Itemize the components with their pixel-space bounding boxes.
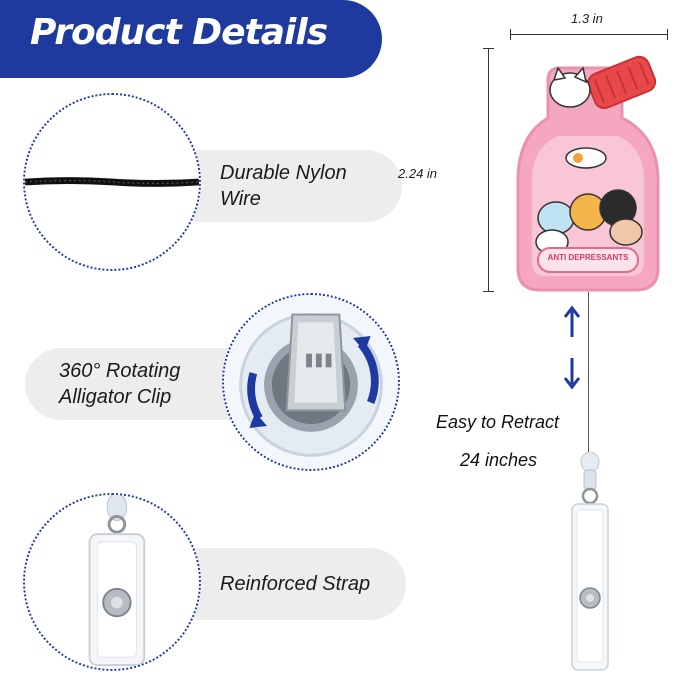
feature-label-line1: 360° Rotating (59, 360, 181, 382)
header-banner (0, 0, 382, 78)
feature-label-line1: Reinforced Strap (220, 573, 371, 595)
height-dimension-tick-top (483, 48, 494, 49)
height-dimension-line (488, 48, 489, 292)
height-label: 2.24 in (398, 166, 438, 181)
badge-strap-image (565, 451, 615, 672)
height-dimension-tick-bottom (483, 291, 494, 292)
nylon-wire-closeup-image (23, 93, 201, 271)
feature-label-line1: Durable Nylon (220, 162, 347, 184)
retractable-cord (588, 292, 589, 457)
page-title: Product Details (30, 12, 328, 53)
width-dimension-line (510, 34, 668, 35)
reinforced-strap-closeup-image (23, 493, 201, 671)
feature-label-line2: Wire (220, 188, 261, 210)
retract-label: Easy to Retract (436, 412, 560, 432)
retract-length-label: 24 inches (460, 450, 538, 470)
feature-label-line2: Alligator Clip (59, 386, 172, 408)
width-dimension-tick-left (510, 29, 511, 40)
arrow-down-icon (563, 356, 581, 390)
arrow-up-icon (563, 305, 581, 339)
width-label: 1.3 in (571, 11, 603, 26)
width-dimension-tick-right (667, 29, 668, 40)
alligator-clip-closeup-image (222, 293, 400, 471)
badge-reel-product-image: ANTI DEPRESSANTS (508, 40, 668, 295)
product-badge-text: ANTI DEPRESSANTS (547, 253, 629, 262)
